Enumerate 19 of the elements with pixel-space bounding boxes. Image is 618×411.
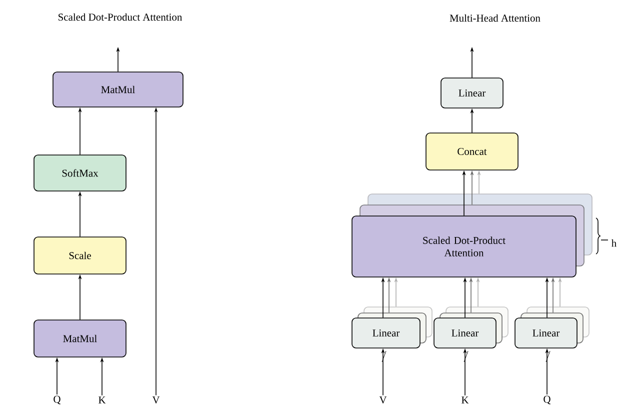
process-box: Linear — [440, 78, 504, 108]
process-box: MatMul — [34, 320, 126, 358]
input-label: Q — [544, 396, 551, 404]
input-label: V — [152, 396, 160, 404]
panel-title: Multi-Head Attention — [450, 14, 540, 22]
stacked-attention-box: Scaled Dot-Product Attention — [352, 194, 592, 278]
stacked-linear-box: Linear — [514, 306, 590, 348]
head-count-label: h — [612, 239, 616, 247]
process-box: SoftMax — [34, 154, 126, 192]
input-label: Q — [54, 396, 61, 404]
input-label: V — [379, 396, 387, 404]
process-box: Scale — [34, 236, 126, 274]
process-box: Concat — [426, 132, 518, 170]
input-label: K — [462, 396, 469, 404]
stacked-linear-box: Linear — [434, 306, 508, 348]
stacked-linear-box: Linear — [352, 306, 432, 348]
panel-title: Scaled Dot-Product Attention — [58, 13, 182, 21]
input-label: K — [98, 396, 106, 404]
process-box: MatMul — [52, 72, 184, 108]
